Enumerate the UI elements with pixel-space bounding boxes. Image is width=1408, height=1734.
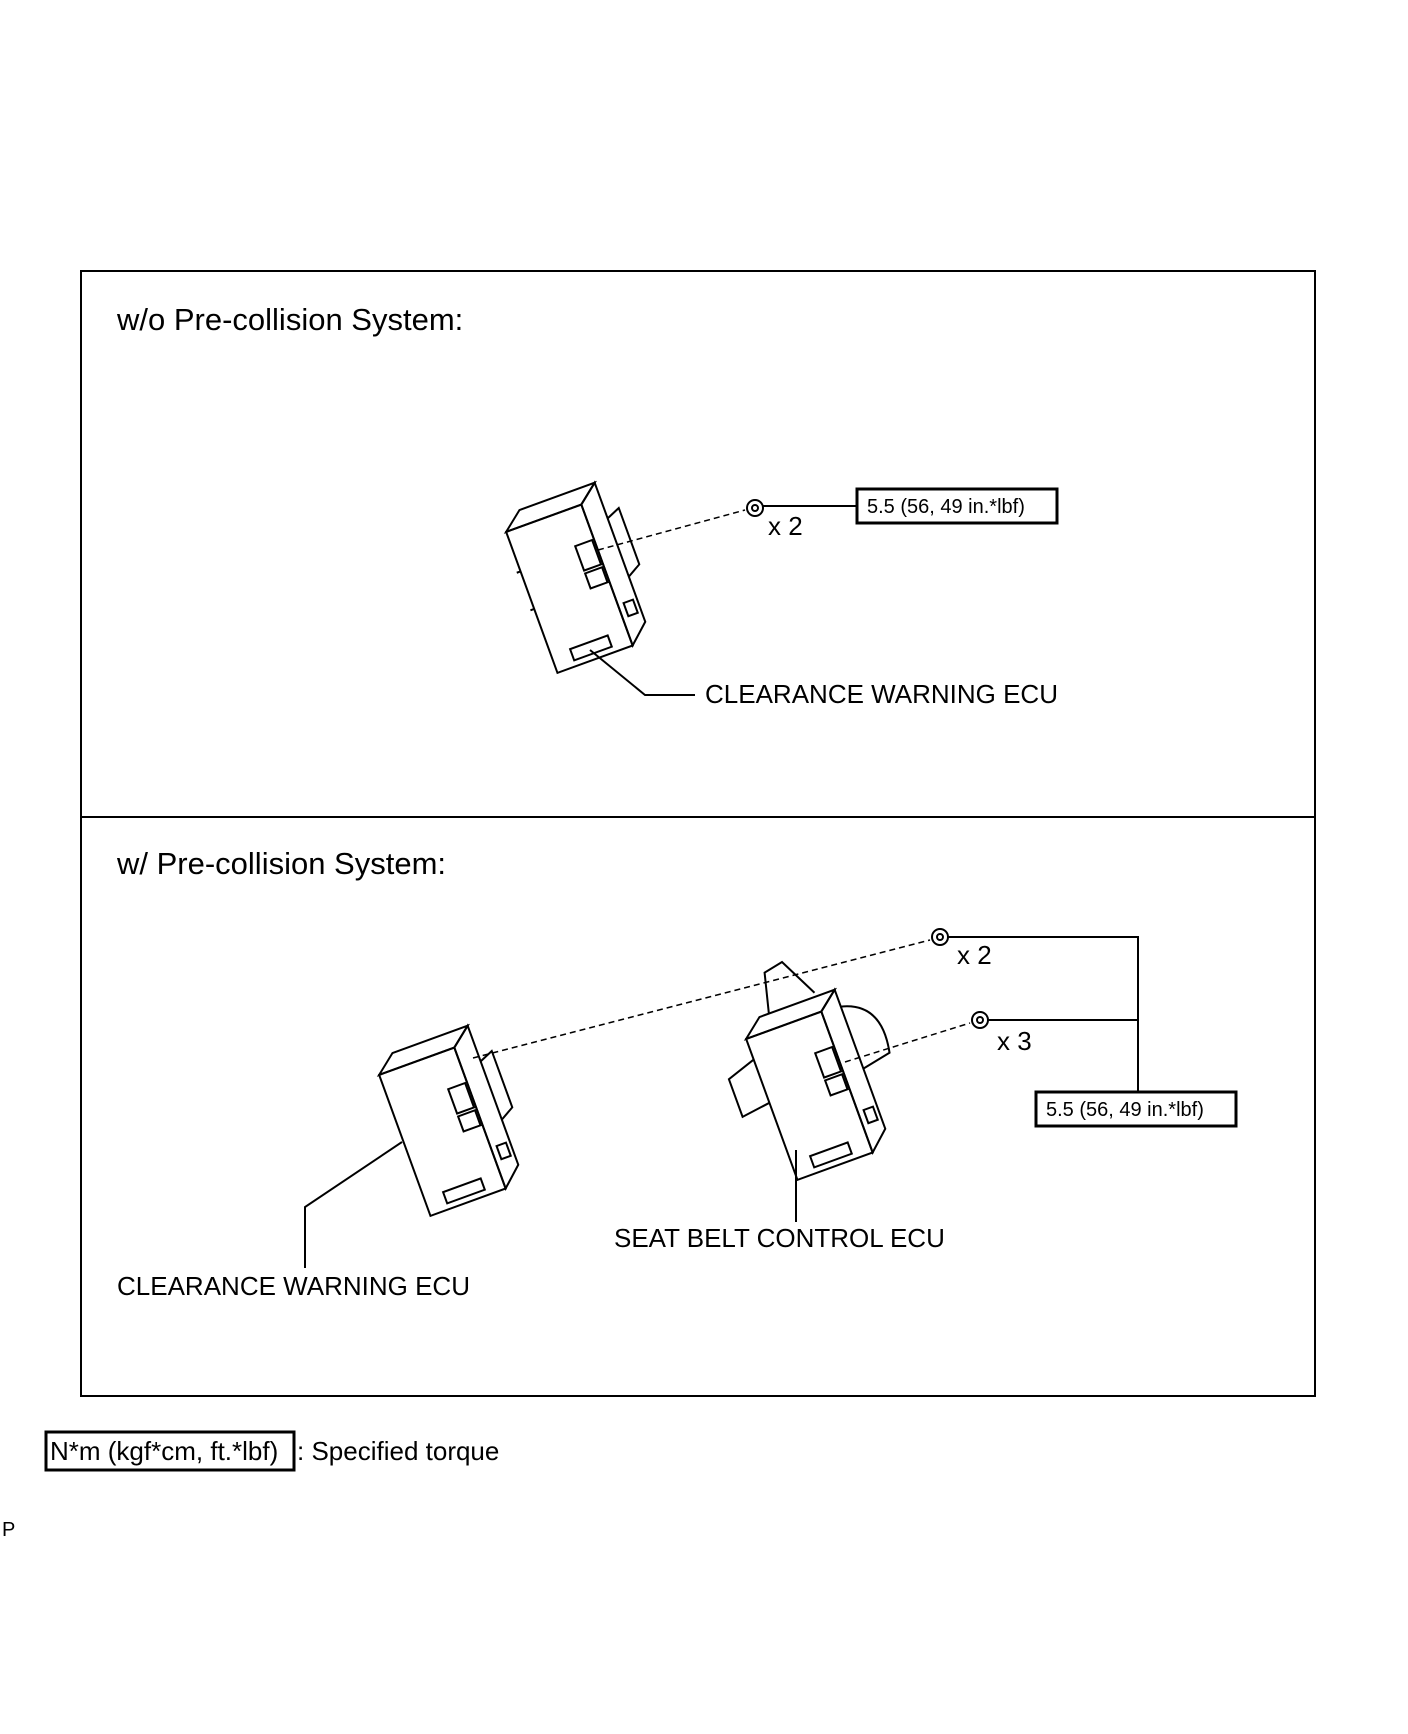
fastener-quantity: x 3 xyxy=(997,1026,1032,1056)
panel-without-precollision: w/o Pre-collision System: x 2 5.5 (56, 4… xyxy=(116,302,1059,709)
torque-spec-value: 5.5 (56, 49 in.*lbf) xyxy=(867,496,1025,518)
nut-icon xyxy=(971,1011,989,1029)
seat-belt-control-ecu-drawing xyxy=(727,960,891,1182)
diagram-frame xyxy=(80,270,1316,1397)
torque-spec-box xyxy=(855,487,1059,525)
clearance-warning-ecu-label: CLEARANCE WARNING ECU xyxy=(705,679,1058,709)
torque-spec-box xyxy=(1034,1090,1238,1128)
seat-belt-control-ecu-label: SEAT BELT CONTROL ECU xyxy=(614,1223,945,1253)
legend-unit-text: N*m (kgf*cm, ft.*lbf) xyxy=(50,1436,278,1466)
torque-legend: N*m (kgf*cm, ft.*lbf) : Specified torque xyxy=(44,1430,499,1472)
legend-description: : Specified torque xyxy=(297,1436,499,1466)
footer-code: P xyxy=(2,1519,15,1541)
nut-icon xyxy=(931,928,949,946)
fastener-quantity: x 2 xyxy=(768,511,803,541)
torque-spec-value: 5.5 (56, 49 in.*lbf) xyxy=(1046,1099,1204,1121)
clearance-warning-ecu-drawing xyxy=(503,480,647,675)
clearance-warning-ecu-drawing xyxy=(376,1023,520,1218)
legend-unit-box xyxy=(44,1430,296,1472)
panel-title: w/o Pre-collision System: xyxy=(116,302,463,337)
panel-with-precollision: w/ Pre-collision System: xyxy=(116,846,1238,1301)
clearance-warning-ecu-label: CLEARANCE WARNING ECU xyxy=(117,1271,470,1301)
nut-icon xyxy=(746,499,764,517)
fastener-quantity: x 2 xyxy=(957,940,992,970)
panel-title: w/ Pre-collision System: xyxy=(116,846,446,881)
